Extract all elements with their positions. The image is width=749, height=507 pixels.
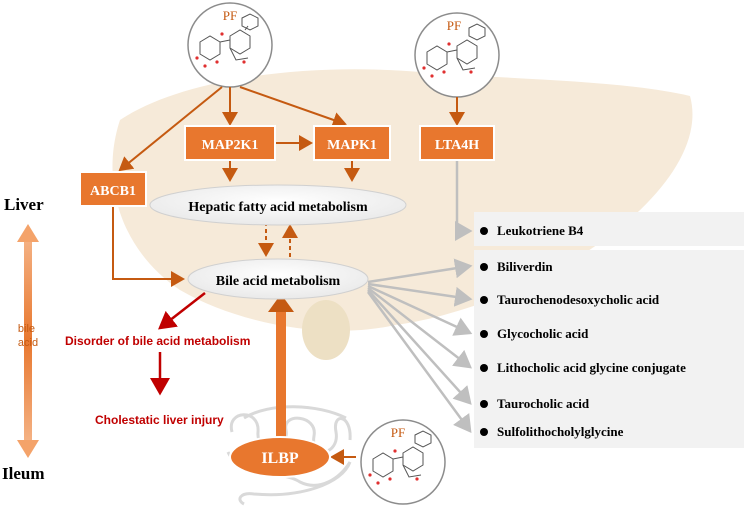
- ilbp-arrow: [268, 294, 294, 440]
- bile-acid-axis-arrow: [17, 224, 39, 458]
- metabolite-arrows: [366, 161, 473, 434]
- intestine-shape: [226, 405, 352, 506]
- bullet-icon: [480, 428, 488, 436]
- metabolite-1: Taurochenodesoxycholic acid: [497, 292, 660, 307]
- bullet-icon: [480, 400, 488, 408]
- bile-acid-axis-label: bile acid: [18, 323, 38, 349]
- gallbladder: [302, 300, 350, 360]
- metabolite-panel-bottom: [474, 250, 744, 448]
- ileum-label: Ileum: [2, 464, 45, 483]
- pf-compound-top: PF: [187, 2, 273, 88]
- outcome-disorder: Disorder of bile acid metabolism: [65, 334, 250, 348]
- bullet-icon: [480, 227, 488, 235]
- svg-text:LTA4H: LTA4H: [435, 138, 479, 153]
- svg-text:PF: PF: [391, 425, 405, 440]
- gene-ilbp: ILBP: [229, 436, 331, 478]
- svg-text:PF: PF: [447, 18, 461, 33]
- bullet-icon: [480, 296, 488, 304]
- outcome-injury: Cholestatic liver injury: [95, 413, 224, 427]
- svg-text:Bile acid metabolism: Bile acid metabolism: [216, 274, 341, 289]
- metabolite-5: Sulfolithocholylglycine: [497, 424, 624, 439]
- bullet-icon: [480, 330, 488, 338]
- pf-compound-bottom: PF: [360, 419, 446, 505]
- pathway-arrows: [112, 86, 465, 465]
- pf-compound-right: PF: [414, 12, 500, 98]
- metabolite-top-0: Leukotriene B4: [497, 223, 584, 238]
- svg-text:Hepatic fatty acid metabolism: Hepatic fatty acid metabolism: [188, 200, 368, 215]
- metabolite-3: Lithocholic acid glycine conjugate: [497, 360, 686, 375]
- process-bile-acid: Bile acid metabolism: [187, 258, 369, 300]
- gene-map2k1: MAP2K1: [184, 125, 276, 161]
- svg-text:ILBP: ILBP: [261, 450, 299, 467]
- gene-abcb1: ABCB1: [79, 171, 147, 207]
- metabolite-4: Taurocholic acid: [497, 396, 590, 411]
- svg-text:ABCB1: ABCB1: [90, 184, 136, 199]
- metabolite-0: Biliverdin: [497, 259, 553, 274]
- liver-label: Liver: [4, 195, 44, 214]
- gene-mapk1: MAPK1: [313, 125, 391, 161]
- outcome-arrows: [150, 292, 206, 396]
- process-hepatic-fatty-acid: Hepatic fatty acid metabolism: [149, 184, 407, 226]
- svg-text:MAP2K1: MAP2K1: [202, 138, 259, 153]
- metabolite-2: Glycocholic acid: [497, 326, 589, 341]
- svg-text:PF: PF: [223, 8, 237, 23]
- bullet-icon: [480, 364, 488, 372]
- gene-lta4h: LTA4H: [419, 125, 495, 161]
- bullet-icon: [480, 263, 488, 271]
- metabolite-panel-top: [474, 212, 744, 246]
- svg-text:MAPK1: MAPK1: [327, 138, 377, 153]
